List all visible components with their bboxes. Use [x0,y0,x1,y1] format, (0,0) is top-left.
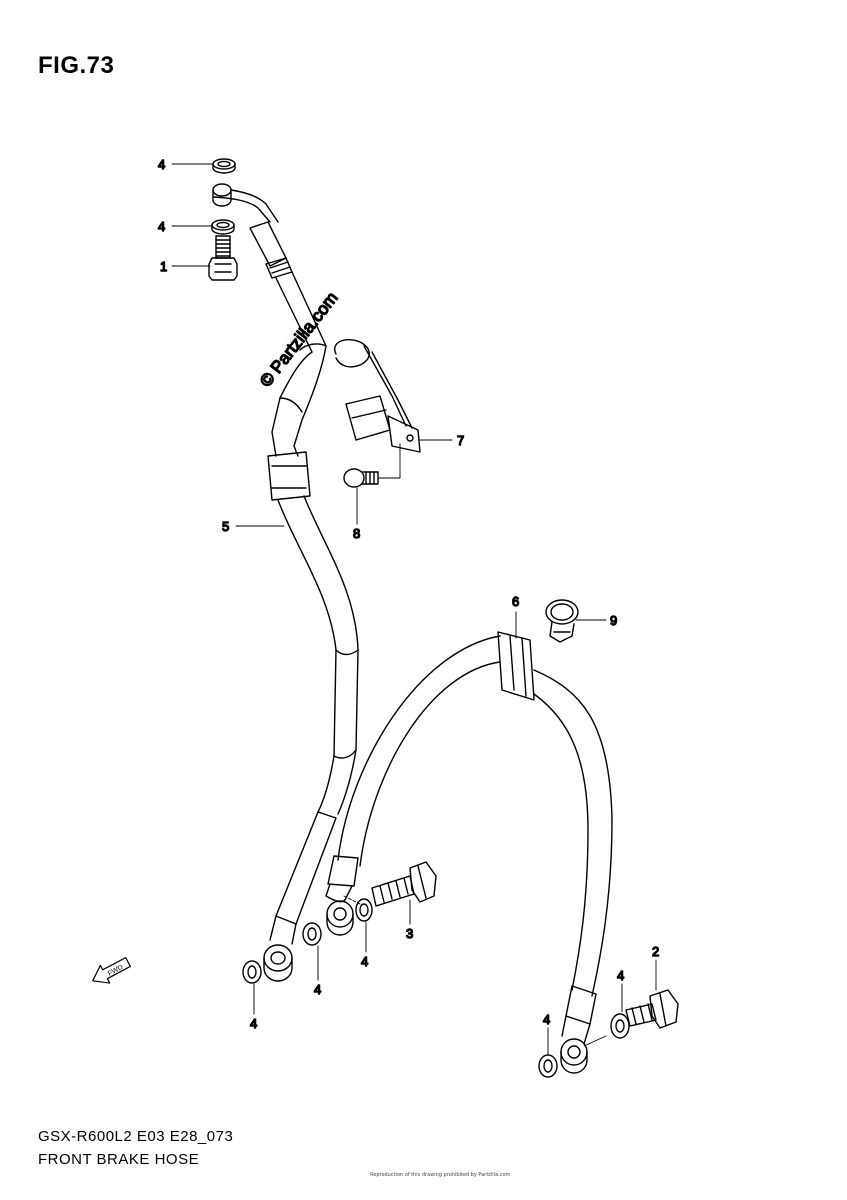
callout-label: 4 [361,954,368,969]
hose-bracket[interactable] [334,338,421,453]
callout-label: 5 [222,519,229,534]
callout-label: 4 [543,1012,550,1027]
lower-left-washer[interactable] [242,960,262,984]
diagram-name: FRONT BRAKE HOSE [38,1151,200,1168]
callout-label: 9 [610,613,617,628]
upper-washer-middle[interactable] [211,219,235,235]
lower-washer-right[interactable] [610,1013,630,1039]
fine-print: Reproduction of this drawing prohibited … [370,1172,511,1178]
upper-banjo-fitting [212,183,279,223]
callout-label: 3 [406,926,413,941]
lower-union-bolt[interactable] [625,989,679,1029]
callout-label: 8 [353,526,360,541]
upper-union-bolt[interactable] [208,235,238,281]
callout-label: 7 [457,433,464,448]
callout-label: 4 [617,968,624,983]
mid-washer-right[interactable] [355,898,373,922]
callout-label: 1 [160,259,167,274]
figure-title: FIG.73 [38,52,115,79]
bolt-to-bracket-line [377,443,401,479]
mid-washer-left[interactable] [302,922,322,946]
upper-washer-top[interactable] [212,158,236,174]
lower-right-banjo-fitting [560,1038,588,1074]
callout-label: 2 [652,944,659,959]
forward-arrow-icon: FWD [92,957,131,984]
brake-hose-upper[interactable] [249,221,359,945]
mid-banjo-fitting [326,900,354,936]
callout-label: 6 [512,594,519,609]
watermark-text: © Partzilla.com [256,288,342,390]
model-code: GSX-R600L2 E03 E28_073 [38,1128,234,1145]
brake-hose-lower[interactable] [325,631,613,1045]
hose-clamp[interactable] [545,599,579,643]
lower-left-banjo-fitting [263,944,293,982]
leader-lines [171,163,657,1055]
callout-label: 4 [158,157,165,172]
callout-label: 4 [314,982,321,997]
mid-union-bolt[interactable] [371,861,437,907]
lower-washer-left[interactable] [538,1054,558,1078]
callout-label: 4 [250,1016,257,1031]
bracket-bolt[interactable] [343,468,379,488]
callout-label: 4 [158,219,165,234]
